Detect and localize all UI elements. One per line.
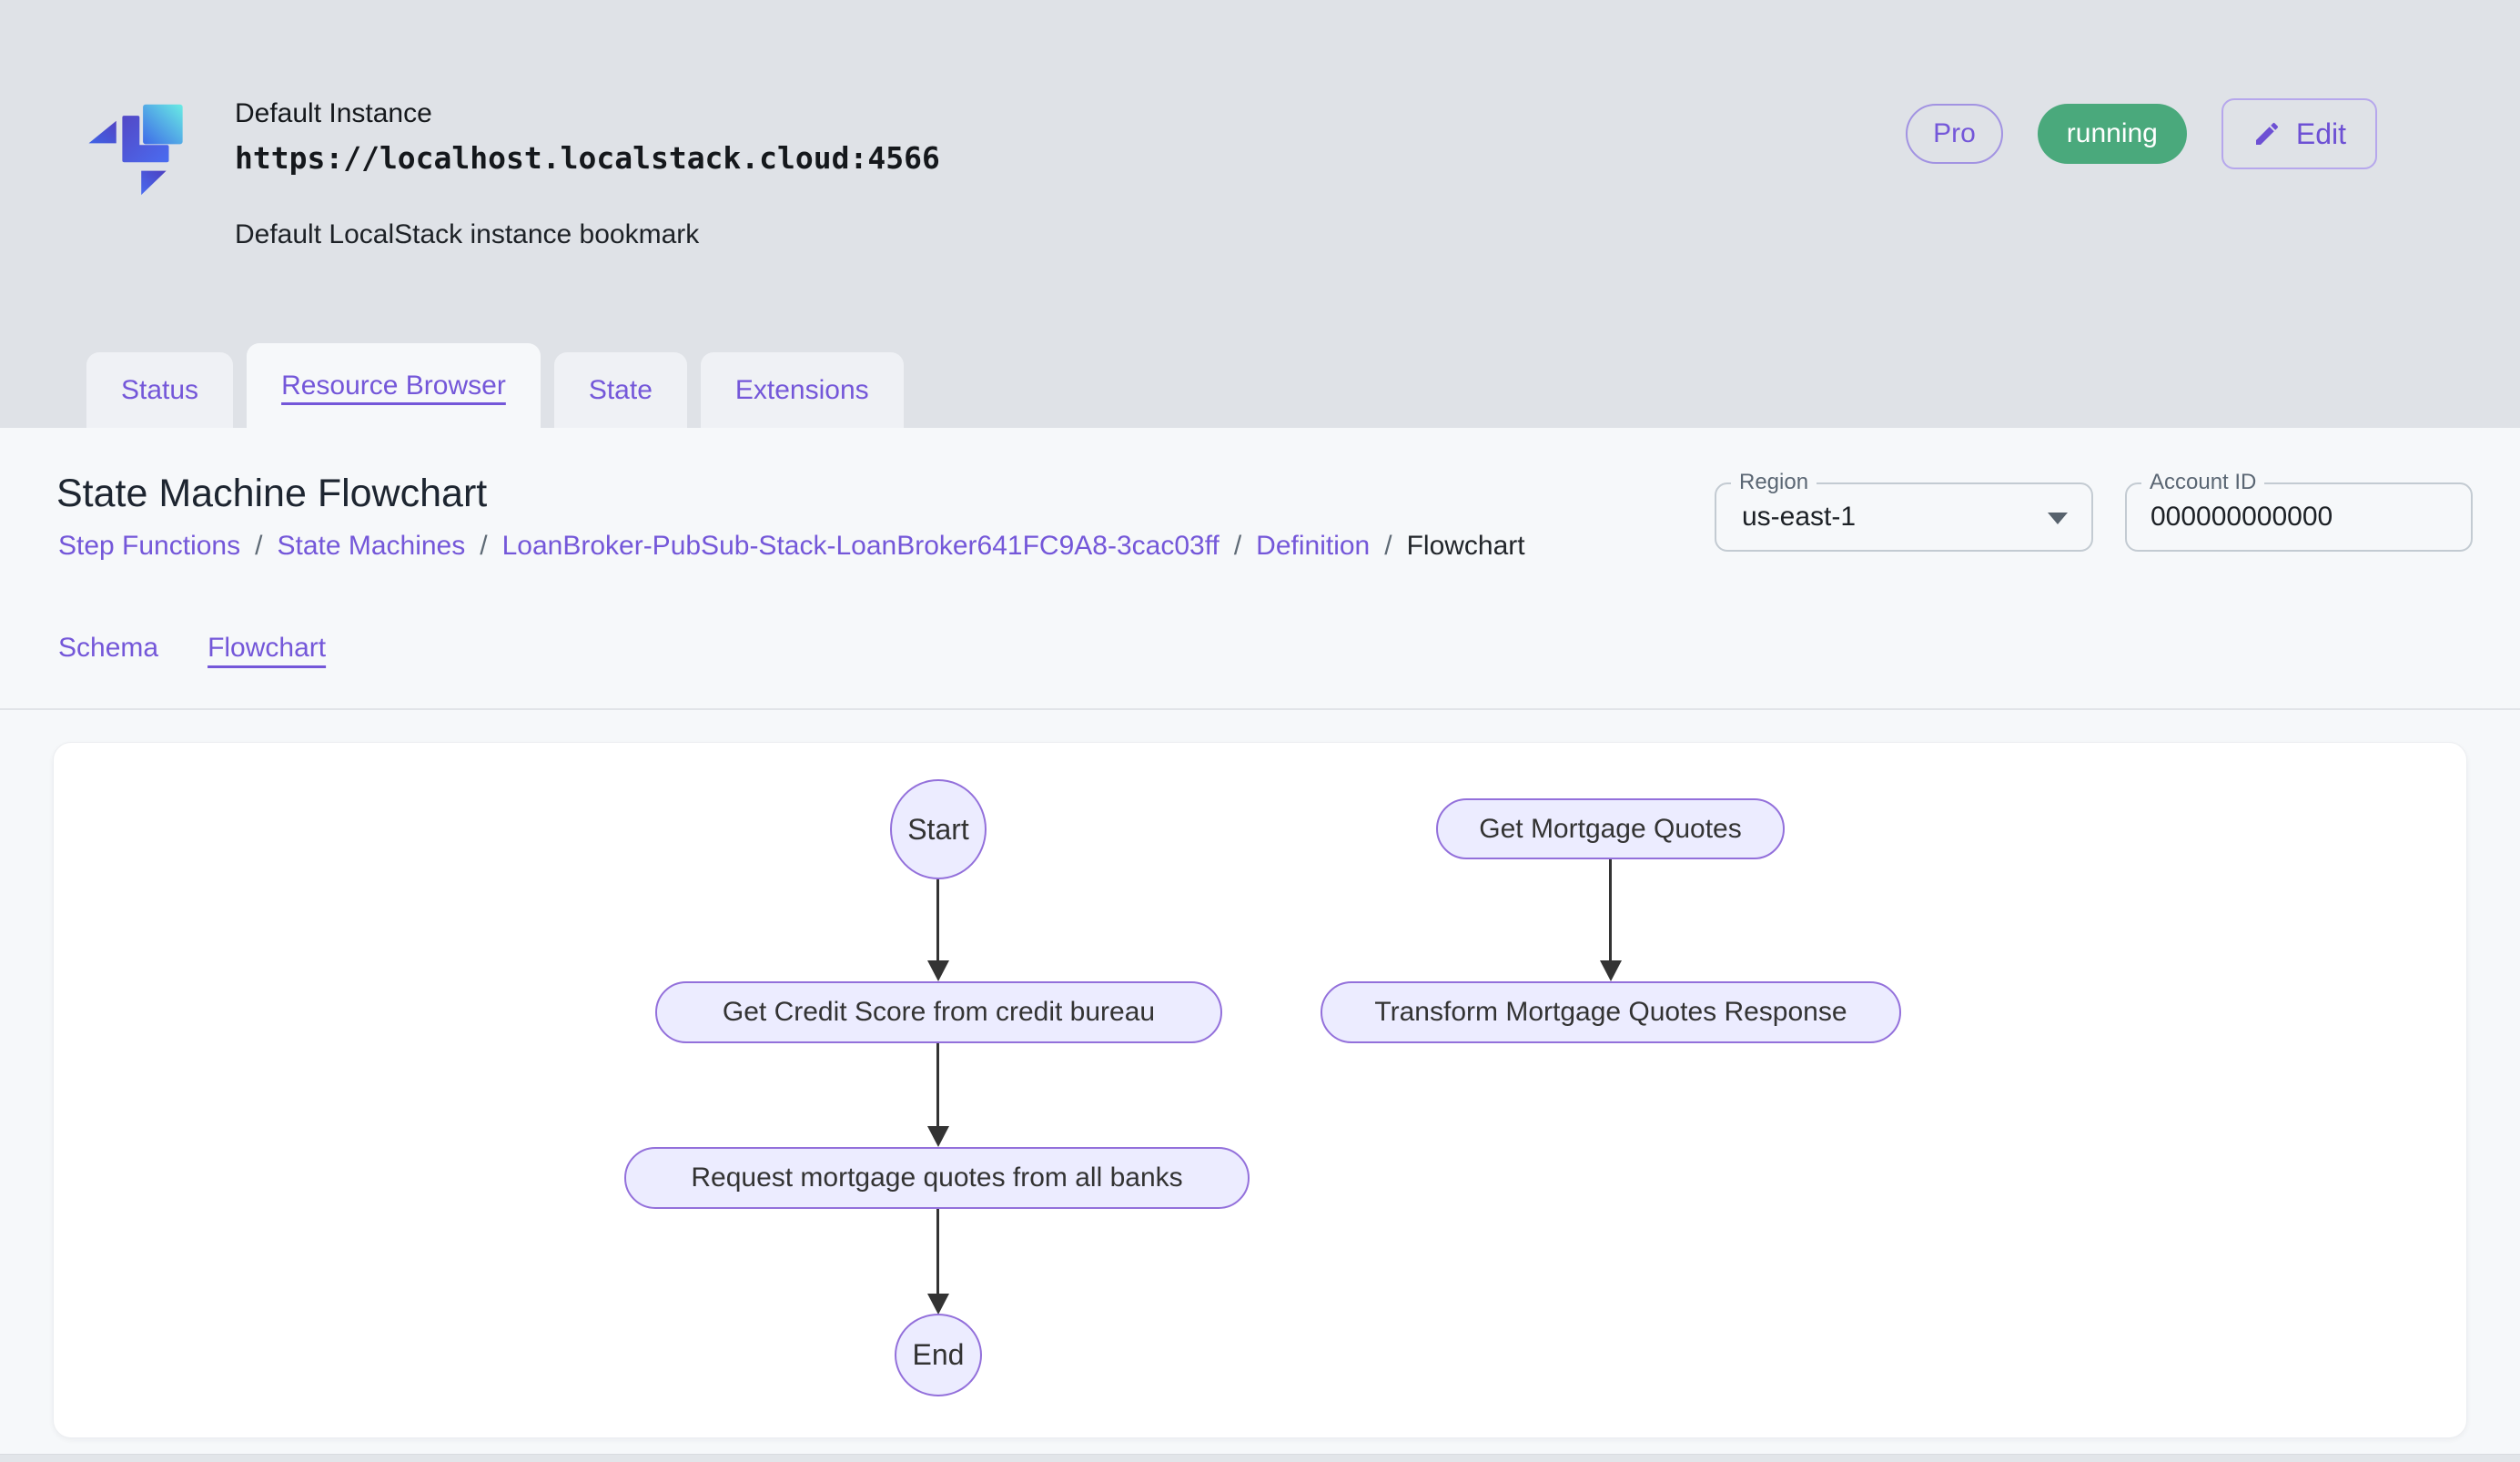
region-select-value: us-east-1: [1742, 502, 1857, 532]
arrowhead-icon: [927, 1126, 949, 1147]
edge-request-to-end: [936, 1209, 939, 1294]
arrowhead-icon: [927, 1294, 949, 1315]
pencil-icon: [2255, 122, 2278, 145]
arrowhead-icon: [927, 960, 949, 981]
breadcrumb-state-machines[interactable]: State Machines: [277, 531, 466, 561]
edit-button[interactable]: Edit: [2221, 98, 2377, 169]
tab-status[interactable]: Status: [86, 352, 234, 428]
breadcrumb-separator: /: [255, 531, 263, 561]
account-id-input[interactable]: [2127, 484, 2471, 550]
bottom-edge: [0, 1454, 2520, 1462]
arrowhead-icon: [1600, 960, 1622, 981]
flowchart-node-get-credit-score: Get Credit Score from credit bureau: [655, 981, 1222, 1043]
flowchart-card: Start Get Credit Score from credit burea…: [53, 742, 2467, 1438]
instance-name: Default Instance: [235, 98, 432, 128]
main-tabbar: Status Resource Browser State Extensions: [86, 343, 904, 428]
tab-state[interactable]: State: [553, 352, 687, 428]
breadcrumb-definition[interactable]: Definition: [1256, 531, 1371, 561]
edit-button-label: Edit: [2295, 117, 2346, 150]
tab-resource-browser[interactable]: Resource Browser: [247, 343, 541, 428]
localstack-logo-icon: [88, 104, 183, 196]
flowchart-node-request-quotes: Request mortgage quotes from all banks: [624, 1147, 1250, 1209]
breadcrumb-current: Flowchart: [1406, 531, 1525, 561]
edge-quotes-to-transform: [1609, 859, 1612, 961]
flowchart-node-get-mortgage-quotes: Get Mortgage Quotes: [1436, 798, 1785, 859]
instance-url: https://localhost.localstack.cloud:4566: [235, 140, 940, 176]
subtab-flowchart[interactable]: Flowchart: [207, 633, 327, 663]
status-badge: running: [2037, 104, 2187, 164]
account-id-field: Account ID: [2125, 470, 2473, 552]
edge-credit-to-request: [936, 1043, 939, 1127]
subtab-schema[interactable]: Schema: [58, 633, 159, 663]
chevron-down-icon: [2048, 513, 2068, 524]
content-panel: State Machine Flowchart Step Functions /…: [0, 428, 2520, 1462]
account-id-label: Account ID: [2141, 470, 2265, 495]
header-actions: Pro running Edit: [1906, 95, 2377, 173]
breadcrumb-separator: /: [480, 531, 488, 561]
page-title: State Machine Flowchart: [56, 472, 488, 515]
breadcrumb-step-functions[interactable]: Step Functions: [58, 531, 241, 561]
breadcrumb-separator: /: [1384, 531, 1392, 561]
flowchart-node-start: Start: [890, 779, 987, 879]
region-select[interactable]: Region us-east-1: [1715, 470, 2093, 552]
flowchart-node-end: End: [895, 1314, 982, 1396]
breadcrumb-separator: /: [1233, 531, 1242, 561]
tab-extensions[interactable]: Extensions: [700, 352, 904, 428]
breadcrumb: Step Functions / State Machines / LoanBr…: [58, 531, 1525, 562]
divider: [0, 708, 2520, 710]
pro-badge: Pro: [1906, 104, 2003, 164]
instance-description: Default LocalStack instance bookmark: [235, 219, 700, 249]
edge-start-to-credit: [936, 879, 939, 961]
definition-subtabs: Schema Flowchart: [58, 633, 326, 675]
breadcrumb-state-machine-id[interactable]: LoanBroker-PubSub-Stack-LoanBroker641FC9…: [501, 531, 1220, 561]
flowchart-node-transform-response: Transform Mortgage Quotes Response: [1321, 981, 1901, 1043]
region-select-label: Region: [1731, 470, 1817, 495]
